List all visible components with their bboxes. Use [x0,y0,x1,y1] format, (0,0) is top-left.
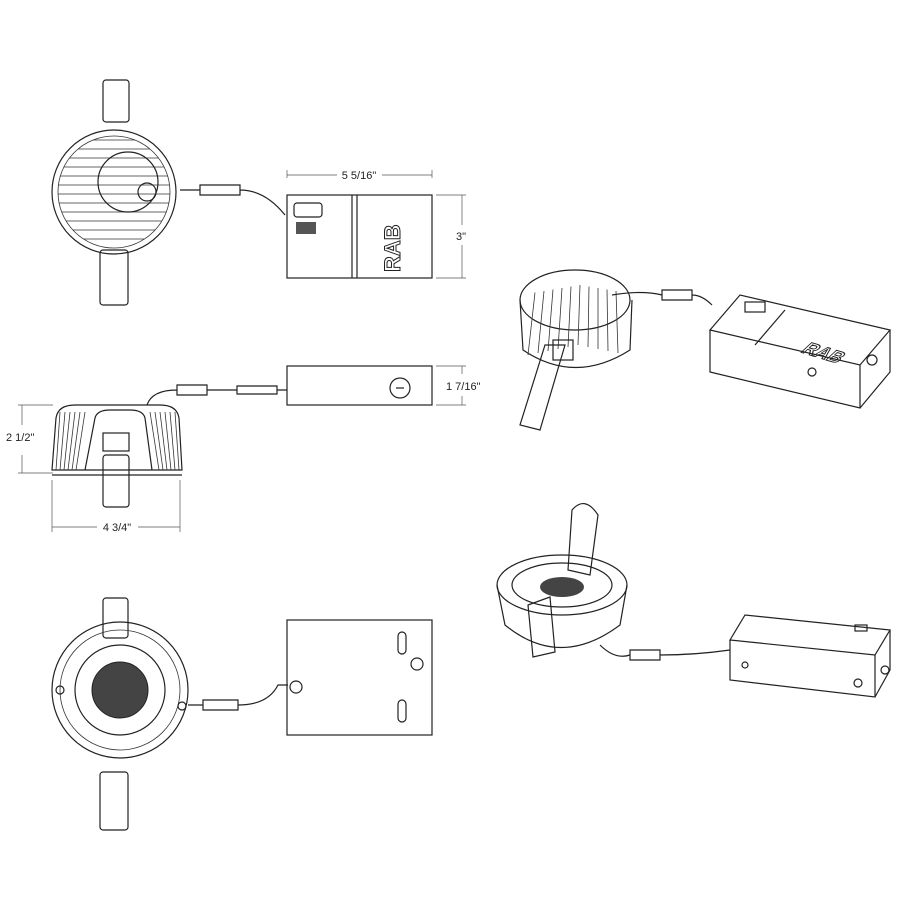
heatsink-fin [527,292,536,356]
heatsink-fin [557,287,563,350]
heatsink-fin [577,284,581,346]
dimension-box-length: 5 5/16" [286,170,433,182]
fixture-isometric-view-bottom [496,503,731,661]
heatsink-fin [169,411,176,471]
rab-logo-iso: RAB [796,340,850,367]
heatsink-fin [587,286,590,348]
heatsink-fin [567,286,572,348]
dimension-box-height: 1 7/16" [436,365,481,406]
driver-box-isometric-view-bottom [729,614,891,698]
svg-text:1 7/16": 1 7/16" [446,381,481,393]
fixture-isometric-view-top [519,269,713,431]
svg-text:2 1/2": 2 1/2" [6,432,34,444]
svg-text:5 5/16": 5 5/16" [342,170,377,182]
svg-text:3": 3" [456,231,466,243]
driver-box-isometric-view-top: RAB [708,294,892,409]
heatsink-fin [63,411,71,471]
fixture-top-view [51,79,286,306]
rab-logo: RAB [380,224,405,272]
heatsink-fin [71,411,81,471]
heatsink-fin [149,411,160,471]
heatsink-fin [615,290,619,354]
driver-box-side-view [146,365,433,406]
heatsink-fin [164,411,172,471]
heatsink-fin [537,290,545,354]
heatsink-fin [174,411,180,471]
dimension-fixture-height: 2 1/2" [6,404,53,474]
dimension-fixture-diameter: 4 3/4" [51,480,181,534]
driver-box-bottom-view [286,619,433,736]
heatsink-fin [154,411,164,471]
heatsink-fin [547,289,554,352]
fixture-side-view [51,404,183,508]
heatsink-fin [59,411,66,471]
heatsink-fin [75,411,86,471]
heatsink-fin [159,411,168,471]
dimension-box-width: 3" [436,194,466,279]
svg-text:4 3/4": 4 3/4" [103,522,131,534]
heatsink-fin [606,289,609,352]
heatsink-fin [67,411,76,471]
fixture-bottom-view [51,597,288,831]
heatsink-fin [55,411,61,471]
driver-box-top-view: RAB [286,194,433,279]
